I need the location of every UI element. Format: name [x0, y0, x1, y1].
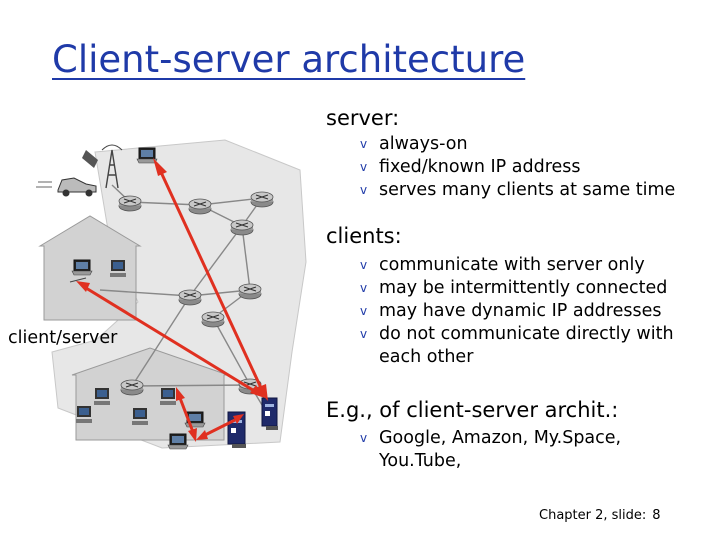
bullet-icon: v — [360, 183, 368, 197]
examples-heading: E.g., of client-server archit.: — [326, 398, 619, 422]
bullet-icon: v — [360, 258, 368, 272]
router-icon — [230, 219, 254, 236]
communication-arrows — [76, 158, 268, 442]
client-server-label: client/server — [8, 328, 118, 348]
laptop-icon — [71, 259, 93, 276]
bullet-icon: v — [360, 160, 368, 174]
phone-icon — [82, 150, 98, 168]
cell-tower-icon — [101, 144, 123, 189]
slide-footer: Chapter 2, slide: 8 — [539, 508, 661, 523]
slide-title: Client-server architecture — [52, 38, 526, 81]
bullet-icon: v — [360, 137, 368, 151]
desktop-computer-icon — [110, 260, 126, 277]
clients-heading: clients: — [326, 224, 402, 248]
car-icon — [36, 177, 97, 197]
laptop-icon — [167, 433, 189, 450]
bullet-icon: v — [360, 327, 368, 341]
desktop-computer-icon — [160, 388, 176, 405]
router-icon — [178, 289, 202, 306]
bullet-icon: v — [360, 281, 368, 295]
bullet-icon: v — [360, 304, 368, 318]
router-icon — [238, 283, 262, 300]
bullet-icon: v — [360, 431, 368, 445]
server-icon — [261, 397, 278, 430]
router-icon — [201, 311, 225, 328]
page-number: 8 — [652, 508, 661, 523]
router-icon — [118, 195, 142, 212]
router-icon — [250, 191, 274, 208]
router-icon — [120, 379, 144, 396]
desktop-computer-icon — [76, 406, 92, 423]
desktop-computer-icon — [132, 408, 148, 425]
server-heading: server: — [326, 106, 400, 130]
desktop-computer-icon — [94, 388, 110, 405]
router-icon — [188, 198, 212, 215]
footer-label: Chapter 2, slide: — [539, 508, 647, 523]
